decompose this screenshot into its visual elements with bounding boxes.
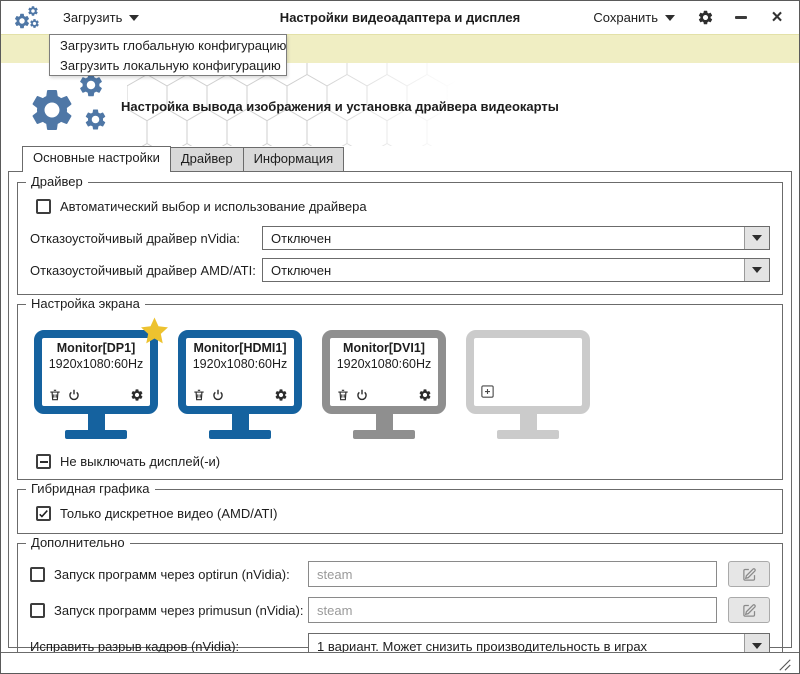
nvidia-failsafe-select[interactable]: Отключен	[262, 226, 770, 250]
tab-strip: Основные настройки Драйвер Информация	[1, 146, 799, 172]
discrete-only-checkbox[interactable]	[36, 506, 51, 521]
monitor-card-dvi1[interactable]: Monitor[DVI1] 1920x1080:60Hz	[322, 330, 446, 439]
indeterminate-mark	[39, 460, 48, 463]
power-icon[interactable]	[67, 388, 81, 402]
monitor-base	[497, 430, 559, 439]
amd-failsafe-select[interactable]: Отключен	[262, 258, 770, 282]
monitor-card-hdmi1[interactable]: Monitor[HDMI1] 1920x1080:60Hz	[178, 330, 302, 439]
load-dropdown-menu: Загрузить глобальную конфигурацию Загруз…	[49, 34, 287, 76]
settings-gear-button[interactable]	[695, 8, 715, 28]
close-icon: ×	[771, 7, 783, 28]
monitor-resolution: 1920x1080:60Hz	[48, 357, 144, 371]
group-driver-title: Драйвер	[26, 174, 88, 189]
monitor-resolution: 1920x1080:60Hz	[336, 357, 432, 371]
monitor-base	[65, 430, 127, 439]
menu-item-load-local[interactable]: Загрузить локальную конфигурацию	[60, 58, 281, 73]
minimize-button[interactable]	[731, 8, 751, 28]
group-screen-title: Настройка экрана	[26, 296, 145, 311]
chevron-down-icon	[752, 643, 762, 649]
auto-driver-label[interactable]: Автоматический выбор и использование дра…	[60, 199, 367, 214]
primary-star-icon	[138, 315, 171, 348]
monitor-stand	[231, 414, 249, 430]
primusun-edit-button[interactable]	[728, 597, 770, 623]
primusun-label[interactable]: Запуск программ через primusun (nVidia):	[54, 602, 304, 618]
monitor-gear-icon[interactable]	[418, 388, 432, 402]
monitor-name: Monitor[DVI1]	[343, 341, 425, 355]
group-screen: Настройка экрана Monitor[DP1] 1920x1080:…	[17, 296, 783, 480]
optirun-label[interactable]: Запуск программ через optirun (nVidia):	[54, 566, 290, 582]
monitor-gear-icon[interactable]	[130, 388, 144, 402]
chevron-down-icon	[752, 267, 762, 273]
combo-arrow-button[interactable]	[744, 227, 769, 249]
optirun-checkbox[interactable]	[30, 566, 45, 582]
title-bar: Загрузить Настройки видеоадаптера и дисп…	[1, 1, 799, 34]
save-menu-button[interactable]: Сохранить	[589, 7, 679, 28]
monitor-stand	[519, 414, 537, 430]
status-bar	[1, 652, 799, 673]
window-title: Настройки видеоадаптера и дисплея	[279, 10, 521, 25]
combo-arrow-button[interactable]	[744, 259, 769, 281]
keep-displays-on-label[interactable]: Не выключать дисплей(-и)	[60, 454, 221, 469]
header-banner: Настройка вывода изображения и установка…	[1, 63, 799, 146]
monitor-base	[209, 430, 271, 439]
tab-driver[interactable]: Драйвер	[170, 147, 244, 171]
trash-icon[interactable]	[336, 388, 350, 402]
menu-item-load-global[interactable]: Загрузить глобальную конфигурацию	[60, 38, 287, 53]
tab-information[interactable]: Информация	[243, 147, 345, 171]
chevron-down-icon	[752, 235, 762, 241]
chevron-down-icon	[129, 14, 140, 21]
amd-failsafe-label: Отказоустойчивый драйвер AMD/ATI:	[30, 262, 256, 278]
tearing-fix-value: 1 вариант. Может снизить производительно…	[317, 638, 648, 654]
tab-main-settings[interactable]: Основные настройки	[22, 146, 171, 172]
edit-pencil-icon	[742, 603, 757, 618]
group-hybrid-title: Гибридная графика	[26, 481, 155, 496]
trash-icon[interactable]	[192, 388, 206, 402]
monitor-name: Monitor[DP1]	[56, 341, 136, 355]
minimize-icon	[735, 16, 747, 19]
monitor-list: Monitor[DP1] 1920x1080:60Hz Monitor[HDMI…	[28, 318, 772, 439]
amd-failsafe-value: Отключен	[271, 262, 332, 278]
monitor-gear-icon[interactable]	[274, 388, 288, 402]
close-button[interactable]: ×	[767, 8, 787, 28]
optirun-command-input[interactable]	[308, 561, 717, 587]
monitor-stand	[375, 414, 393, 430]
header-gears-icon	[21, 71, 131, 139]
monitor-base	[353, 430, 415, 439]
power-icon[interactable]	[211, 388, 225, 402]
edit-pencil-icon	[742, 567, 757, 582]
power-icon[interactable]	[355, 388, 369, 402]
group-extra-title: Дополнительно	[26, 535, 130, 550]
add-monitor-icon[interactable]	[480, 384, 576, 402]
tab-page-main-settings: Драйвер Автоматический выбор и использов…	[8, 171, 792, 672]
discrete-only-label[interactable]: Только дискретное видео (AMD/ATI)	[60, 506, 278, 521]
chevron-down-icon	[665, 14, 675, 21]
monitor-stand	[87, 414, 105, 430]
monitor-resolution: 1920x1080:60Hz	[192, 357, 288, 371]
keep-displays-on-checkbox[interactable]	[36, 454, 51, 469]
primusun-command-input[interactable]	[308, 597, 717, 623]
monitor-card-empty[interactable]	[466, 330, 590, 439]
trash-icon[interactable]	[48, 388, 62, 402]
group-hybrid: Гибридная графика Только дискретное виде…	[17, 481, 783, 534]
nvidia-failsafe-label: Отказоустойчивый драйвер nVidia:	[30, 230, 240, 246]
primusun-checkbox[interactable]	[30, 602, 45, 618]
hexagon-pattern	[127, 63, 457, 146]
monitor-name: Monitor[HDMI1]	[193, 341, 287, 355]
auto-driver-checkbox[interactable]	[36, 199, 51, 214]
group-driver: Драйвер Автоматический выбор и использов…	[17, 174, 783, 295]
monitor-card-dp1[interactable]: Monitor[DP1] 1920x1080:60Hz	[34, 330, 158, 439]
nvidia-failsafe-value: Отключен	[271, 230, 332, 246]
load-menu-label: Загрузить	[63, 10, 123, 25]
load-menu-button[interactable]: Загрузить	[59, 7, 143, 28]
header-title: Настройка вывода изображения и установка…	[121, 99, 559, 114]
tearing-fix-label: Исправить разрыв кадров (nVidia):	[30, 638, 240, 654]
app-gears-icon	[13, 5, 43, 31]
optirun-edit-button[interactable]	[728, 561, 770, 587]
check-icon	[38, 508, 49, 520]
save-menu-label: Сохранить	[593, 10, 658, 25]
resize-grip[interactable]	[778, 658, 792, 672]
